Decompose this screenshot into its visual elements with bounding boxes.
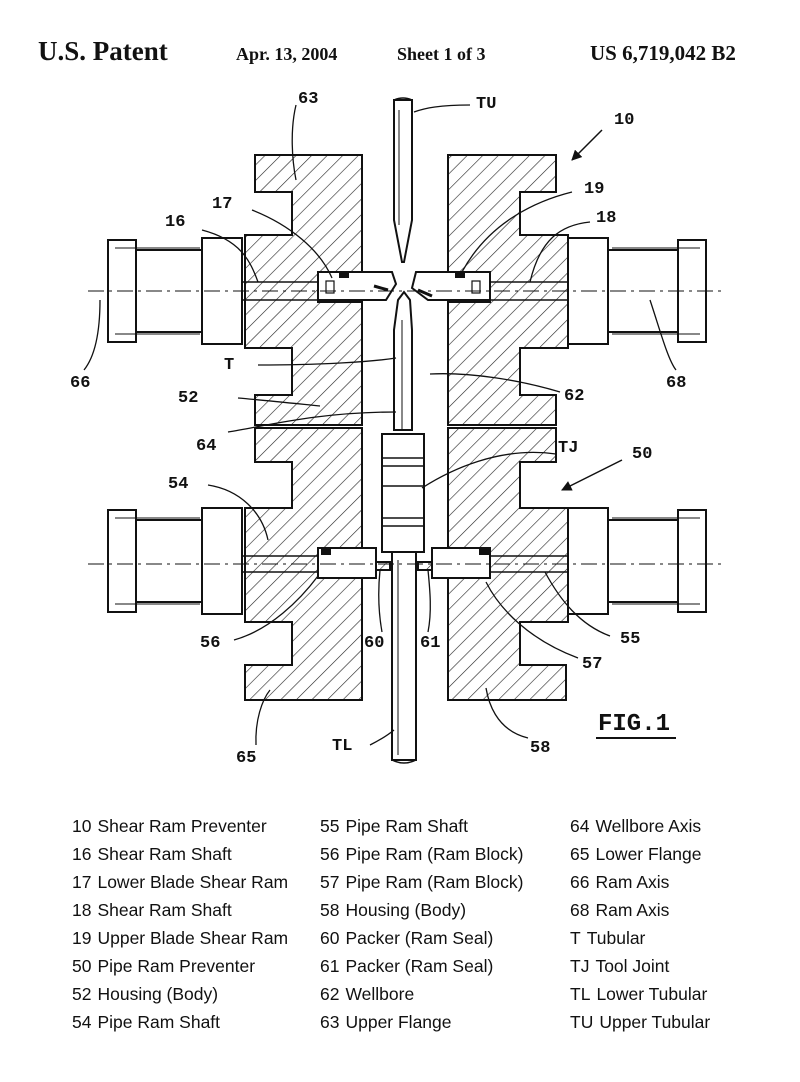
- callout-60: 60: [364, 634, 384, 653]
- callout-19: 19: [584, 180, 604, 199]
- callout-63: 63: [298, 90, 318, 109]
- upper-blade-shear-ram: [410, 271, 491, 301]
- pipe-ram-seal-left: [321, 547, 331, 555]
- upper-tubular: [393, 99, 413, 263]
- sheet-number: Sheet 1 of 3: [397, 44, 486, 64]
- patent-number: US 6,719,042 B2: [590, 41, 736, 65]
- callout-T: T: [224, 356, 234, 375]
- callout-17: 17: [212, 195, 232, 214]
- lower-ram-shafts: [242, 555, 568, 573]
- callout-64: 64: [196, 437, 216, 456]
- tubular: [393, 290, 413, 431]
- callout-54: 54: [168, 475, 188, 494]
- pipe-ram-seal-right: [479, 547, 489, 555]
- arrow-10: [571, 129, 603, 161]
- blowout-preventer-drawing: 63 TU 10 17 19 16 18 66 68 T 52 62 64 TJ…: [70, 90, 722, 768]
- upper-ram-shafts: [242, 281, 568, 301]
- callout-TJ: TJ: [558, 439, 578, 458]
- lower-left-bonnet: [107, 507, 243, 615]
- callout-52: 52: [178, 389, 198, 408]
- callout-66: 66: [70, 374, 90, 393]
- patent-label: U.S. Patent: [38, 36, 168, 66]
- callout-57: 57: [582, 655, 602, 674]
- packer-right: [417, 561, 433, 571]
- shear-ram-pin-left: [325, 280, 335, 294]
- shear-ram-seal-right: [455, 271, 465, 278]
- patent-header: U.S. Patent Apr. 13, 2004 Sheet 1 of 3 U…: [0, 36, 800, 76]
- shear-ram-pin-right: [471, 280, 481, 294]
- leader-lines: [83, 104, 677, 746]
- shear-ram-seal-left: [339, 271, 349, 278]
- lower-right-bonnet: [567, 507, 707, 615]
- callout-61: 61: [420, 634, 440, 653]
- lower-tubular: [391, 551, 417, 761]
- callout-68: 68: [666, 374, 686, 393]
- callout-65: 65: [236, 749, 256, 768]
- tool-joint: [381, 433, 425, 553]
- arrow-50: [561, 459, 623, 491]
- callout-16: 16: [165, 213, 185, 232]
- patent-date: Apr. 13, 2004: [236, 44, 338, 64]
- callout-TL: TL: [332, 737, 352, 756]
- callout-55: 55: [620, 630, 640, 649]
- callout-10: 10: [614, 111, 634, 130]
- callout-62: 62: [564, 387, 584, 406]
- callout-TU: TU: [476, 95, 496, 114]
- blade-edge-lower: [373, 284, 389, 292]
- callout-58: 58: [530, 739, 550, 758]
- packer-left: [375, 561, 391, 571]
- figure-label: FIG.1: [598, 711, 670, 738]
- callout-50: 50: [632, 445, 652, 464]
- lower-blade-shear-ram: [317, 271, 398, 301]
- callout-56: 56: [200, 634, 220, 653]
- callout-18: 18: [596, 209, 616, 228]
